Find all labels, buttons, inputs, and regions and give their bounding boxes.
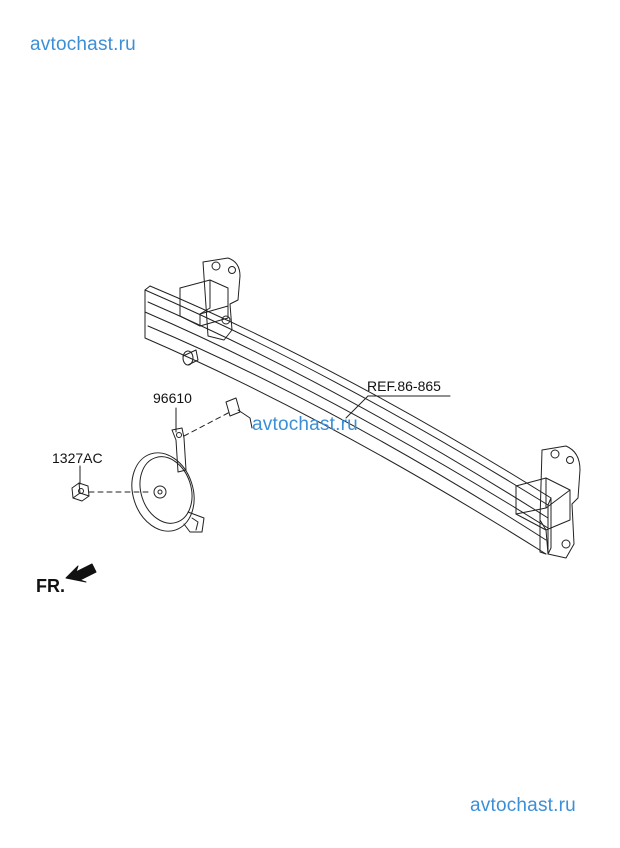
front-direction-arrow-icon: [65, 563, 97, 583]
front-direction-label: FR.: [36, 576, 65, 596]
watermark-top: avtochast.ru: [30, 34, 136, 55]
bumper-beam: [144, 285, 552, 555]
horn-part-number: 96610: [153, 390, 192, 406]
leader-lines: [79, 395, 451, 485]
left-mounting-bracket: [179, 257, 241, 341]
reference-callout: REF.86-865: [367, 378, 441, 394]
watermark-bottom: avtochast.ru: [470, 795, 576, 816]
hex-nut: [71, 482, 90, 502]
right-mounting-bracket: [515, 445, 581, 559]
watermark-middle: avtochast.ru: [252, 414, 358, 435]
horn-assembly: [131, 427, 205, 533]
assembly-lines: [88, 411, 231, 493]
nut-part-number: 1327AC: [52, 450, 103, 466]
horn-mount-tab: [225, 397, 253, 429]
